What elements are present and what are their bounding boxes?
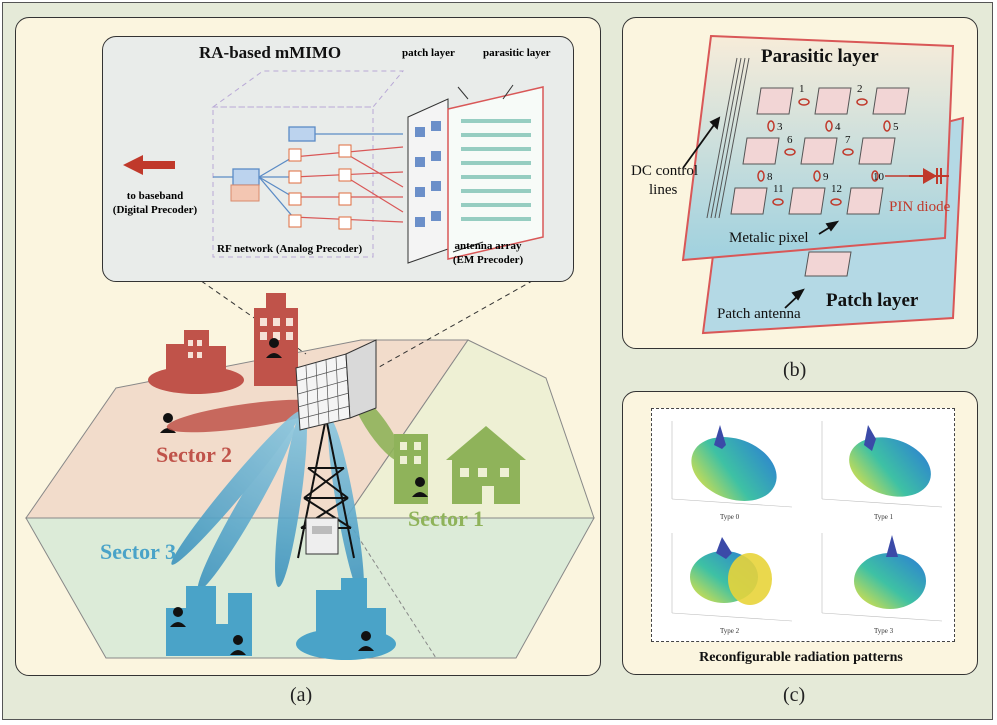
to-baseband-arrow <box>123 155 175 175</box>
caption-a: (a) <box>290 684 313 706</box>
panel-b: 1 2 3 4 5 6 7 8 9 10 11 12 <box>622 17 978 349</box>
pattern-type-3-label: Type 3 <box>874 627 894 635</box>
antenna-array-line1: antenna array <box>454 240 522 252</box>
pin-diode-label: PIN diode <box>889 199 951 215</box>
parasitic-layer-title: Parasitic layer <box>761 46 879 67</box>
pattern-type-1 <box>821 421 943 508</box>
antenna-array-label: antenna array (EM Precoder) <box>433 239 543 267</box>
inset-title: RA-based mMIMO <box>199 43 342 62</box>
dc-control-line1: DC control <box>631 163 699 179</box>
dc-control-label: DC control lines <box>631 162 698 200</box>
patterns-title: Reconfigurable radiation patterns <box>699 650 903 665</box>
panel-b-illustration: 1 2 3 4 5 6 7 8 9 10 11 12 <box>681 34 965 335</box>
diode-number-10: 10 <box>873 171 885 183</box>
pattern-type-0-label: Type 0 <box>720 513 740 521</box>
diode-number-9: 9 <box>823 171 829 183</box>
sector-1-label: Sector 1 <box>408 506 484 531</box>
pattern-type-3 <box>821 533 943 622</box>
diode-number-11: 11 <box>773 183 784 195</box>
to-baseband-label: to baseband (Digital Precoder) <box>103 189 207 217</box>
sector-3-beams <box>171 408 364 597</box>
pattern-type-2-label: Type 2 <box>720 627 740 635</box>
user-icon <box>160 338 282 433</box>
panel-c: Type 0 Type 1 Type 2 Type 3 Reconfigurab… <box>622 391 978 675</box>
sector-3-label: Sector 3 <box>100 539 176 564</box>
parasitic-layer-label: parasitic layer <box>483 47 551 59</box>
diode-number-8: 8 <box>767 171 773 183</box>
parasitic-layer-plate <box>447 86 544 260</box>
patch-antenna-label: Patch antenna <box>717 306 801 322</box>
to-baseband-line2: (Digital Precoder) <box>112 204 198 216</box>
diode-number-7: 7 <box>845 134 851 146</box>
rf-network-label: RF network (Analog Precoder) <box>217 243 363 255</box>
dc-control-line2: lines <box>649 182 678 198</box>
patch-layer-title: Patch layer <box>826 290 919 311</box>
pattern-type-2 <box>671 533 793 622</box>
antenna-array-line2: (EM Precoder) <box>452 254 524 266</box>
patch-layer-label: patch layer <box>402 47 455 59</box>
pin-diode-symbol-icon <box>909 168 949 184</box>
patch-antenna-element <box>804 251 852 277</box>
pattern-type-0 <box>671 421 793 508</box>
patterns-figure: Type 0 Type 1 Type 2 Type 3 <box>651 408 955 642</box>
sector-2-label: Sector 2 <box>156 442 232 467</box>
panel-a-illustration: Sector 2 Sector 1 Sector 3 <box>25 275 595 660</box>
diode-number-4: 4 <box>835 121 841 133</box>
pin-diodes <box>757 98 891 206</box>
metalic-pixels <box>730 87 910 215</box>
diode-number-1: 1 <box>799 83 805 95</box>
inset-illustration <box>123 70 544 264</box>
diode-number-5: 5 <box>893 121 899 133</box>
to-baseband-line1: to baseband <box>126 190 184 202</box>
server-box <box>305 517 339 555</box>
pattern-type-1-label: Type 1 <box>874 513 894 521</box>
diode-number-12: 12 <box>831 183 842 195</box>
ra-mmimo-inset: RA-based mMIMO patch layer parasitic lay… <box>102 36 574 282</box>
panel-a: Sector 2 Sector 1 Sector 3 <box>15 17 601 676</box>
diode-number-6: 6 <box>787 134 793 146</box>
diode-number-3: 3 <box>777 121 783 133</box>
sector-1-buildings <box>394 426 526 504</box>
sector-2-beam <box>166 399 326 433</box>
caption-c: (c) <box>783 684 806 706</box>
patterns-illustration: Type 0 Type 1 Type 2 Type 3 <box>671 421 943 635</box>
caption-b: (b) <box>783 359 807 381</box>
metalic-pixel-label: Metalic pixel <box>729 230 809 246</box>
diode-number-2: 2 <box>857 83 863 95</box>
